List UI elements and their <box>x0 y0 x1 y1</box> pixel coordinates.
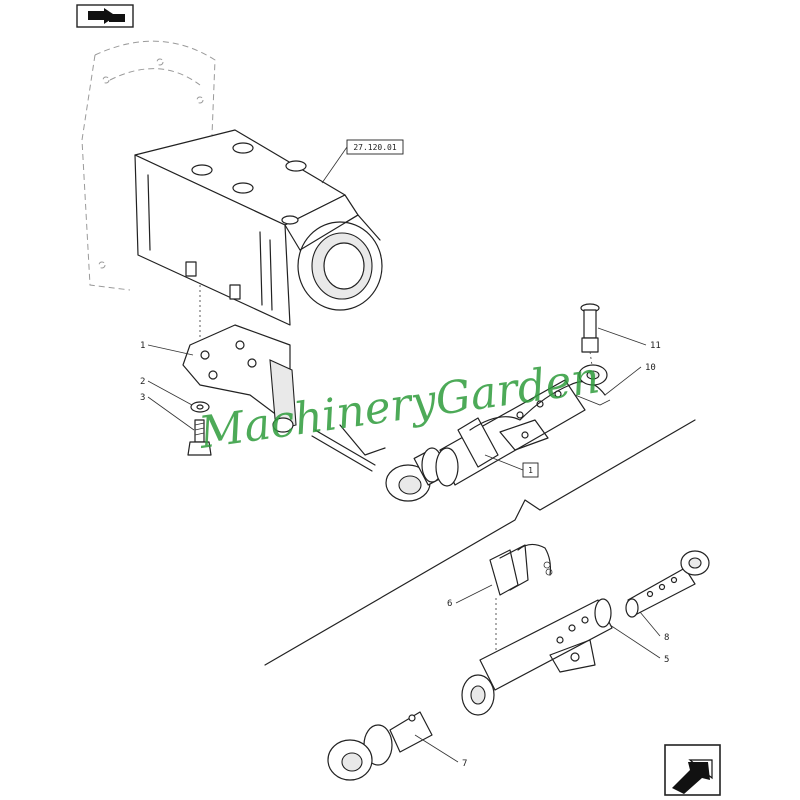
callout-5-label: 5 <box>664 655 669 665</box>
lift-housing <box>134 129 383 326</box>
callout-6[interactable]: 6 <box>447 584 493 609</box>
callout-7[interactable]: 7 <box>414 734 467 769</box>
callout-8[interactable]: 8 <box>639 611 669 643</box>
book-arrow-icon[interactable] <box>76 4 134 28</box>
reference-box[interactable]: 27.120.01 <box>321 139 404 184</box>
next-page-arrow-icon[interactable] <box>664 744 721 796</box>
callout-2-label: 2 <box>140 377 145 387</box>
ball-joint-end <box>327 711 433 781</box>
axle-housing-outline <box>81 40 216 291</box>
washer <box>190 401 210 413</box>
threaded-rod-with-eye <box>625 550 710 618</box>
callout-10[interactable]: 10 <box>604 363 656 396</box>
callout-11[interactable]: 11 <box>597 327 661 351</box>
callout-10-label: 10 <box>645 363 656 373</box>
separator-line <box>264 419 696 666</box>
callout-1[interactable]: 1 <box>140 341 194 356</box>
callout-3[interactable]: 3 <box>140 393 195 431</box>
mounting-bracket <box>182 324 297 433</box>
callout-2[interactable]: 2 <box>140 377 193 406</box>
callout-6-label: 6 <box>447 599 452 609</box>
locking-pin <box>580 303 600 366</box>
assembly-box-label: 1 <box>528 466 533 475</box>
callout-1-label: 1 <box>140 341 145 351</box>
callout-5[interactable]: 5 <box>609 624 669 665</box>
assembly-box[interactable]: 1 <box>484 454 539 478</box>
callout-7-label: 7 <box>462 759 467 769</box>
bolt <box>187 419 212 456</box>
pin-and-clip <box>311 424 386 472</box>
callout-11-label: 11 <box>650 341 661 351</box>
callout-8-label: 8 <box>664 633 669 643</box>
adjustment-tube <box>461 598 613 716</box>
stabilizer-assembly-top <box>385 364 611 502</box>
callout-3-label: 3 <box>140 393 145 403</box>
reference-box-label: 27.120.01 <box>353 143 397 152</box>
